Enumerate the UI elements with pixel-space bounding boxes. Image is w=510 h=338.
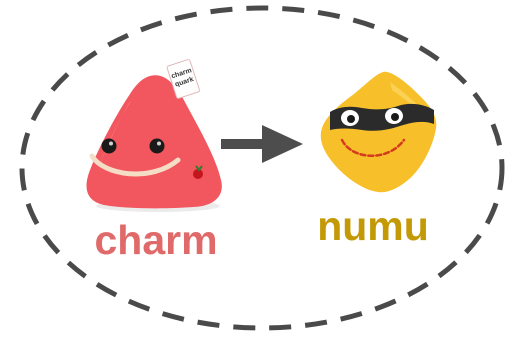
numu-plush-body (321, 72, 437, 192)
charm-left-eye (102, 139, 117, 154)
charm-plush-image: charm quark (87, 59, 222, 212)
transition-arrow (221, 125, 303, 163)
charm-button (193, 169, 203, 179)
charm-right-eye (150, 139, 165, 154)
charm-label: charm (94, 217, 217, 263)
numu-plush-image (321, 72, 437, 192)
numu-label: numu (317, 203, 429, 249)
